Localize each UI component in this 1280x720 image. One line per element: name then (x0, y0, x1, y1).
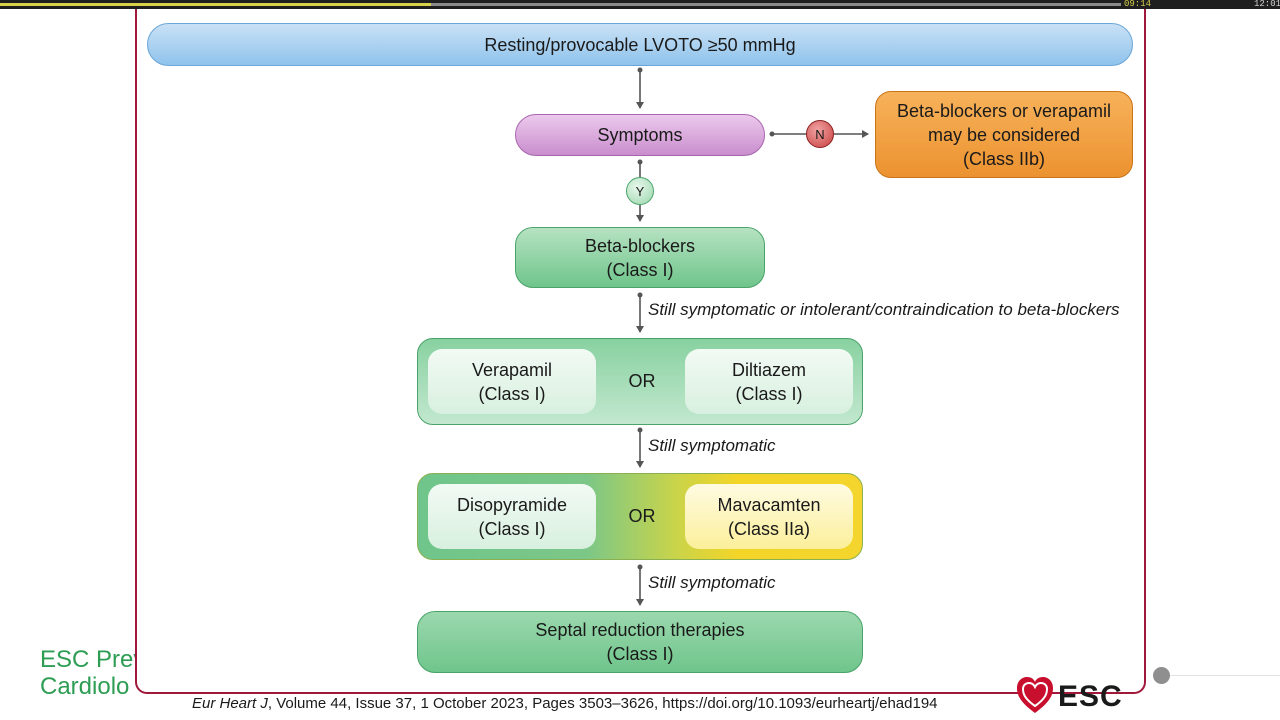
background-slide-title: ESC Prev Cardiolo (40, 646, 135, 700)
verapamil-box: Verapamil (Class I) (428, 349, 596, 414)
no-symptoms-box: Beta-blockers or verapamil may be consid… (875, 91, 1133, 178)
note-still-symptomatic-2: Still symptomatic (648, 573, 776, 592)
beta-blockers-line2: (Class I) (606, 259, 674, 280)
background-title-line1: ESC Prev (40, 646, 135, 673)
total-time: 12:01 (1254, 0, 1280, 9)
septal-line1: Septal reduction therapies (535, 620, 745, 640)
mavacamten-line2: (Class IIa) (727, 518, 810, 539)
citation-details: , Volume 44, Issue 37, 1 October 2023, P… (267, 695, 938, 712)
no-symptoms-line2: may be considered (927, 124, 1081, 145)
citation-journal: Eur Heart J (192, 695, 268, 712)
mavacamten-line1: Mavacamten (717, 494, 821, 515)
note-still-symptomatic-1: Still symptomatic (648, 436, 776, 455)
scrub-handle[interactable] (1153, 667, 1170, 684)
symptoms-box: Symptoms (515, 114, 765, 156)
note-intolerant: Still symptomatic or intolerant/contrain… (648, 300, 1120, 319)
no-symptoms-line1: Beta-blockers or verapamil (896, 100, 1112, 121)
progress-played (0, 3, 431, 6)
disopyramide-line2: (Class I) (478, 518, 546, 539)
or-label-row2: OR (628, 506, 656, 526)
verapamil-line1: Verapamil (471, 359, 553, 380)
or-label-row1: OR (628, 371, 656, 391)
diltiazem-line2: (Class I) (735, 383, 803, 404)
lvoto-text: Resting/provocable LVOTO ≥50 mmHg (484, 34, 796, 55)
yes-label: Y (635, 183, 645, 199)
beta-blockers-box: Beta-blockers (Class I) (515, 227, 765, 288)
current-time: 09:14 (1124, 0, 1152, 9)
septal-line2: (Class I) (606, 644, 674, 664)
beta-blockers-line1: Beta-blockers (584, 235, 696, 256)
disopyramide-mavacamten-row: Disopyramide (Class I) OR Mavacamten (Cl… (417, 473, 863, 560)
disopyramide-line1: Disopyramide (456, 494, 568, 515)
verapamil-line2: (Class I) (478, 383, 546, 404)
citation: Eur Heart J, Volume 44, Issue 37, 1 Octo… (192, 695, 938, 712)
no-symptoms-line3: (Class IIb) (962, 148, 1045, 169)
progress-buffered (431, 3, 1121, 6)
video-progress-bar[interactable]: 09:14 12:01 (0, 0, 1280, 9)
diltiazem-box: Diltiazem (Class I) (685, 349, 853, 414)
diltiazem-line1: Diltiazem (731, 359, 806, 380)
calcium-channel-row: Verapamil (Class I) OR Diltiazem (Class … (417, 338, 863, 425)
mavacamten-box: Mavacamten (Class IIa) (685, 484, 853, 549)
no-label: N (815, 126, 825, 142)
no-decision-circle: N (806, 120, 834, 148)
lvoto-box: Resting/provocable LVOTO ≥50 mmHg (147, 23, 1133, 66)
symptoms-text: Symptoms (597, 125, 683, 145)
esc-logo-text: ESC (1058, 680, 1123, 713)
septal-reduction-box: Septal reduction therapies (Class I) (417, 611, 863, 673)
scrub-track (1170, 675, 1280, 676)
background-title-line2: Cardiolo (40, 673, 130, 700)
disopyramide-box: Disopyramide (Class I) (428, 484, 596, 549)
yes-decision-circle: Y (626, 177, 654, 205)
esc-heart-logo-icon (1017, 677, 1053, 713)
